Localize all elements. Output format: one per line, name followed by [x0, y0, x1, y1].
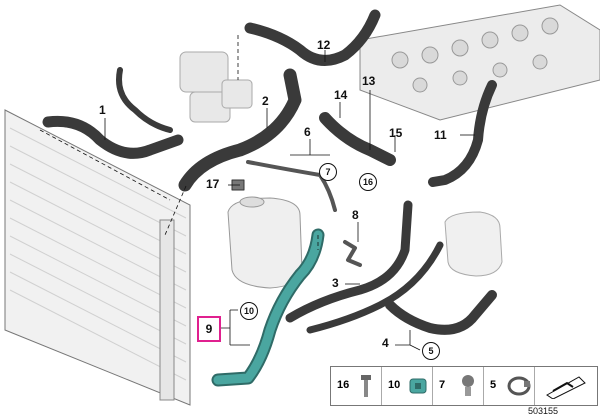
callout-12: 12 — [317, 38, 331, 52]
legend-number: 10 — [388, 379, 401, 391]
hose-clamp-icon — [507, 376, 531, 396]
legend-cell-sensor: 7 — [433, 367, 484, 405]
callout-1: 1 — [99, 103, 106, 117]
radiator — [4, 109, 191, 406]
callout-6: 6 — [304, 125, 311, 139]
callout-2: 2 — [262, 94, 269, 108]
callout-7: 7 — [319, 163, 337, 181]
callout-11: 11 — [434, 128, 447, 142]
callout-15: 15 — [389, 126, 403, 140]
callout-10: 10 — [240, 302, 258, 320]
legend-cell-symbol — [535, 367, 596, 405]
thermostat-housing — [179, 51, 253, 123]
expansion-tank — [227, 196, 303, 289]
expansion-tank-right — [444, 211, 503, 277]
leader-lines — [39, 35, 475, 351]
callout-5: 5 — [422, 342, 440, 360]
callout-16: 16 — [359, 173, 377, 191]
diagram-reference-number: 503155 — [528, 406, 559, 416]
parts-legend: 16 10 7 5 — [330, 366, 598, 406]
callout-17: 17 — [206, 177, 220, 191]
arrow-symbol-icon — [546, 376, 586, 399]
hoses — [42, 9, 497, 387]
legend-number: 16 — [337, 379, 350, 391]
legend-cell-clamp: 5 — [484, 367, 535, 405]
callout-9-highlighted: 9 — [197, 316, 221, 342]
legend-number: 5 — [490, 379, 497, 391]
clip-icon — [409, 378, 427, 394]
legend-cell-bolt: 16 — [331, 367, 382, 405]
callout-4: 4 — [382, 336, 389, 350]
engine-block — [359, 4, 600, 121]
callout-8: 8 — [352, 208, 359, 222]
callout-14: 14 — [334, 88, 348, 102]
bolt-icon — [361, 375, 371, 397]
legend-number: 7 — [439, 379, 446, 391]
legend-cell-clip: 10 — [382, 367, 433, 405]
sensor-icon — [462, 375, 474, 396]
callout-13: 13 — [362, 74, 376, 88]
callout-3: 3 — [332, 276, 339, 290]
